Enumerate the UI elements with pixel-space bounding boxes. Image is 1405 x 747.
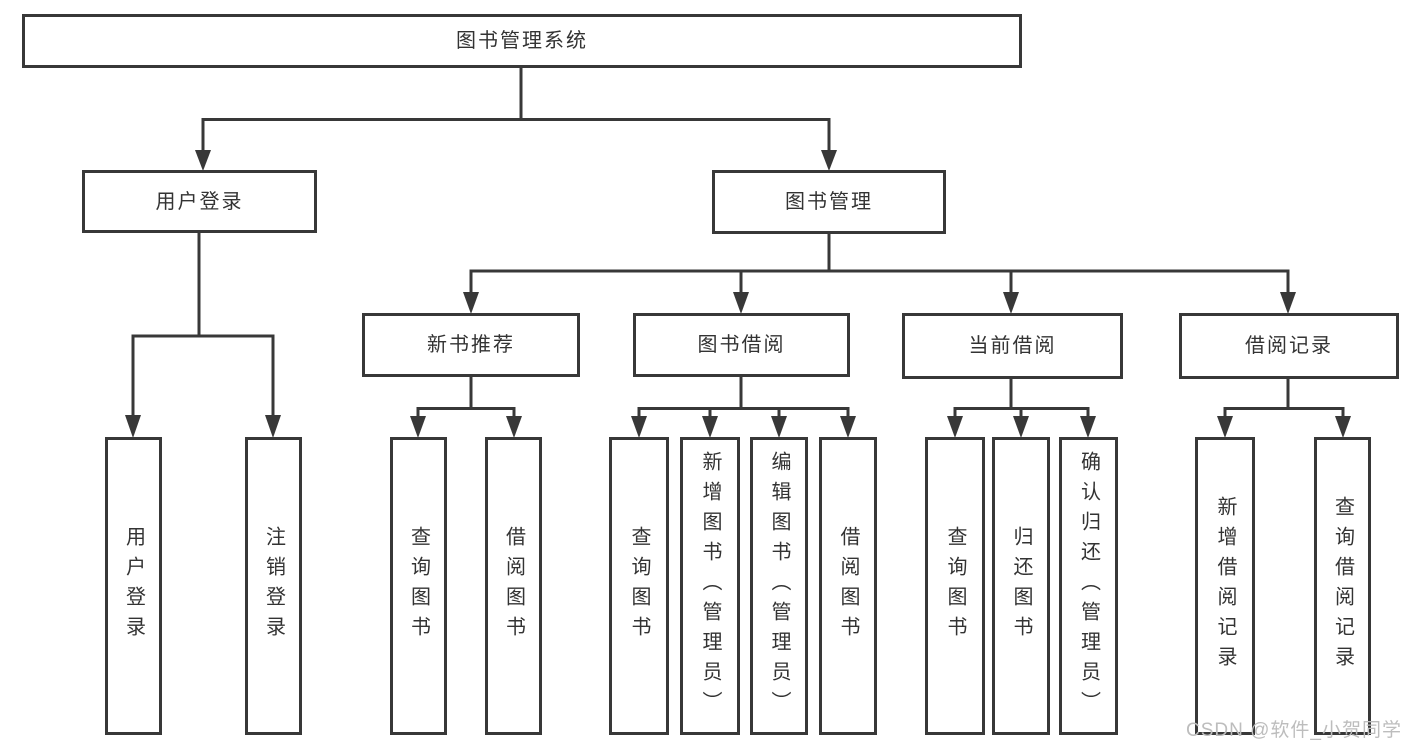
leaf-borrow-books: 借阅图书 bbox=[819, 437, 877, 735]
leaf-query-books-borrow: 查询图书 bbox=[609, 437, 669, 735]
connector-root-to-level2 bbox=[195, 68, 837, 171]
connector-new-book-rec-to-leaves bbox=[410, 377, 522, 438]
node-branch-user-login: 用户登录 bbox=[82, 170, 317, 233]
node-current-borrowing: 当前借阅 bbox=[902, 313, 1123, 379]
leaf-query-books-rec: 查询图书 bbox=[390, 437, 447, 735]
leaf-return-books: 归还图书 bbox=[992, 437, 1050, 735]
leaf-add-borrow-record: 新增借阅记录 bbox=[1195, 437, 1255, 735]
node-new-book-recommendation: 新书推荐 bbox=[362, 313, 580, 377]
node-branch-book-management: 图书管理 bbox=[712, 170, 946, 234]
leaf-borrow-books-rec: 借阅图书 bbox=[485, 437, 542, 735]
connector-book-borrow-to-leaves bbox=[631, 377, 856, 438]
node-book-borrowing: 图书借阅 bbox=[633, 313, 850, 377]
node-root-library-management-system: 图书管理系统 bbox=[22, 14, 1022, 68]
leaf-user-login: 用户登录 bbox=[105, 437, 162, 735]
connector-borrow-records-to-leaves bbox=[1217, 379, 1351, 438]
leaf-confirm-return-admin: 确认归还（管理员） bbox=[1059, 437, 1118, 735]
node-borrowing-records: 借阅记录 bbox=[1179, 313, 1399, 379]
leaf-add-books-admin: 新增图书（管理员） bbox=[680, 437, 740, 735]
connector-book-mgmt-to-level3 bbox=[463, 234, 1296, 314]
leaf-query-books-current: 查询图书 bbox=[925, 437, 985, 735]
connector-current-borrow-to-leaves bbox=[947, 379, 1096, 438]
connector-user-login-to-leaves bbox=[125, 232, 281, 438]
leaf-edit-books-admin: 编辑图书（管理员） bbox=[750, 437, 808, 735]
leaf-query-borrow-record: 查询借阅记录 bbox=[1314, 437, 1371, 735]
leaf-logout: 注销登录 bbox=[245, 437, 302, 735]
csdn-watermark: CSDN @软件_小贺同学 bbox=[1186, 720, 1402, 741]
